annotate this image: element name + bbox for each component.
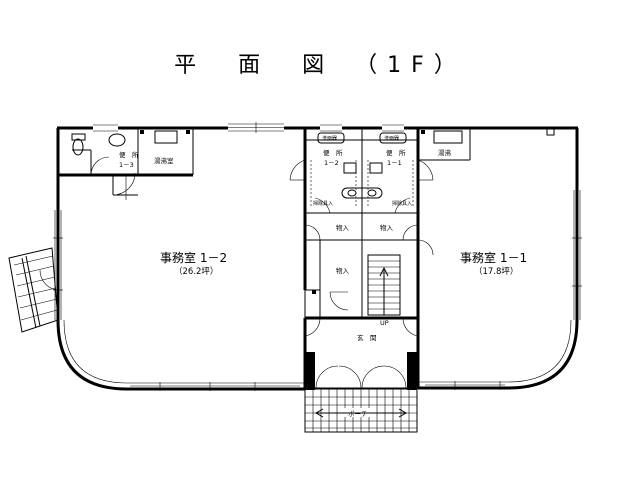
toilet-1-3-name: 便 所 [119,150,139,159]
washer-left-label: 洗面器 [322,135,337,142]
office-1-2-name: 事務室 1－2 [160,250,227,265]
closet-a-label: 物入 [336,223,350,232]
toilet-1-2-name: 便 所 [323,148,343,157]
toilet-1-3-area [58,128,194,200]
pantry-left-label: 湯沸室 [154,156,174,165]
exterior-stair [8,247,59,333]
porch-area [304,388,418,433]
toilet-1-3-number: 1－3 [119,161,134,169]
cleaning-left-label: 掃除具入 [313,200,333,207]
entrance-area [303,316,420,390]
toilet-1-2-number: 1－2 [324,159,339,167]
closet-c-label: 物入 [336,266,350,275]
office-1-2-area: （26.2坪） [174,266,218,277]
office-1-1-area: （17.8坪） [474,266,518,277]
plan-title: 平 面 図 （1F） [174,53,466,78]
stair-up-label: UP [380,319,389,327]
outer-walls [56,126,579,391]
office-1-1-name: 事務室 1－1 [460,250,527,265]
pantry-right-area [418,128,471,161]
entrance-label: 玄 関 [357,333,377,342]
toilet-1-1-number: 1－1 [387,159,402,167]
cleaning-right-label: 掃除具入 [392,200,412,207]
pantry-right-label: 湯沸 [438,148,452,157]
closet-b-label: 物入 [380,223,394,232]
toilet-1-1-name: 便 所 [386,148,406,157]
center-toilet-block [289,128,434,214]
porch-label: ポーチ [348,410,368,418]
closets [303,213,420,319]
washer-right-label: 洗面器 [384,135,399,142]
staircase [367,254,401,316]
windows [53,122,582,391]
